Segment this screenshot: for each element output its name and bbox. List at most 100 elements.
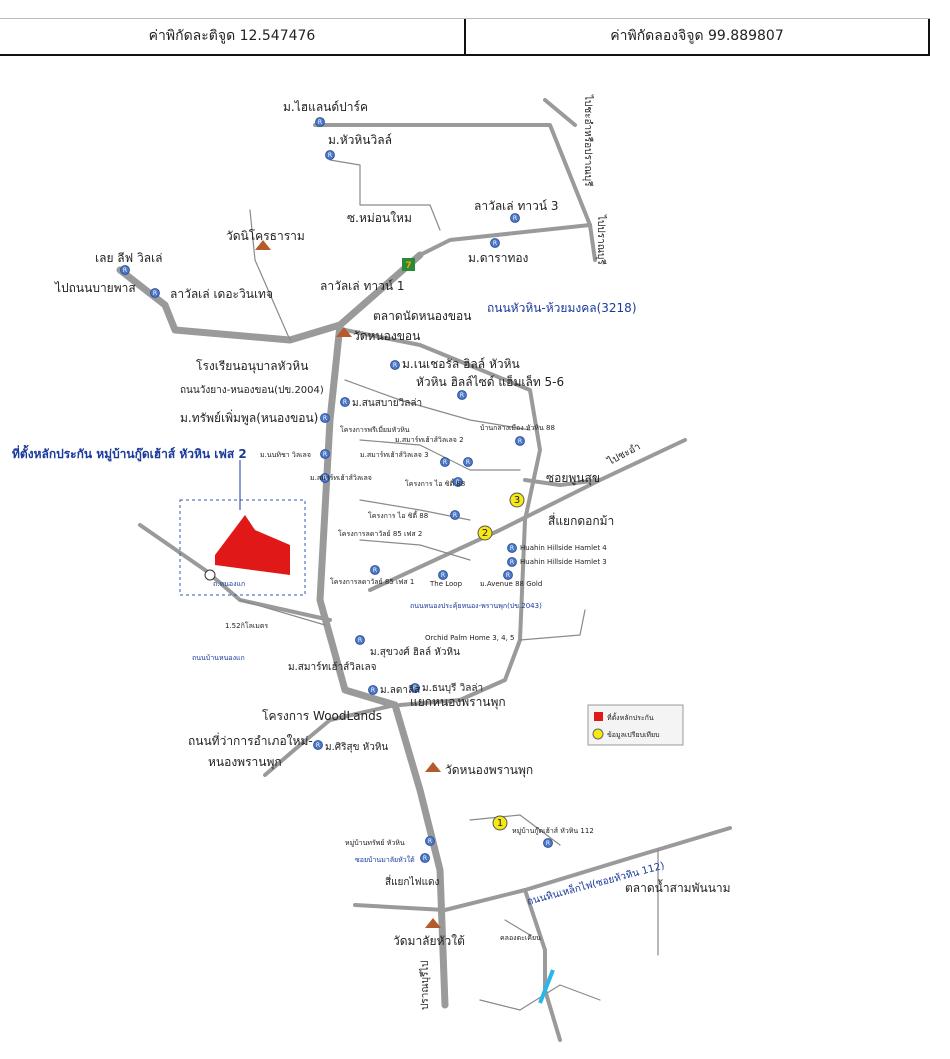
label-note: ม.สมาร์ทเฮ้าส์วิลเลจ 3 — [360, 451, 429, 459]
poi-icon — [507, 543, 517, 553]
label-market-sam: ตลาดน้ำสามพันนาม — [625, 879, 731, 895]
road-nongkae — [138, 523, 332, 622]
poi-icon — [313, 740, 323, 750]
label-sailand-park: ม.ไฮแลนด์ปาร์ค — [283, 100, 368, 114]
soi-9 — [469, 814, 561, 846]
label-road-district: ถนนที่ว่าการอำเภอใหม่- — [188, 732, 313, 748]
road-east-loop — [343, 328, 542, 707]
plot-shape — [215, 515, 290, 575]
poi-icon — [510, 213, 520, 223]
label-note: โครงการ ไอ ซิตี้ 88 — [405, 477, 465, 488]
poi-icon — [315, 117, 325, 127]
poi-icon — [325, 150, 335, 160]
poi-letter: R — [343, 399, 347, 406]
label-laval-town3: ลาวัลเล่ ทาวน์ 3 — [474, 199, 559, 213]
poi-letter: R — [506, 572, 510, 579]
label-si-yaek-fai: สี่แยกไฟแดง — [385, 874, 440, 888]
poi-icon — [450, 510, 460, 520]
road-lower-branch — [523, 888, 562, 1042]
poi-letter: R — [323, 451, 327, 458]
legend-compare-label: ข้อมูลเปรียบเทียบ — [607, 731, 660, 739]
poi-letter: R — [518, 438, 522, 445]
legend: ที่ตั้งหลักประกัน ข้อมูลเปรียบเทียบ — [587, 704, 684, 746]
label-sapsap-villa: ม.สนสบายวิลล่า — [352, 398, 422, 409]
road-top — [313, 123, 592, 227]
label-to-bypass: ไปถนนบายพาส — [54, 281, 136, 295]
poi-letter: R — [423, 855, 427, 862]
label-mo-yon-mai: ซ.หม่อนใหม — [347, 211, 412, 225]
poi-letter: R — [493, 240, 497, 247]
road-3218 — [116, 251, 424, 344]
coordinate-bar: ค่าพิกัดละติจูด 12.547476 ค่าพิกัดลองจิจ… — [0, 18, 930, 56]
poi-icon — [507, 557, 517, 567]
label-sukon-hill: ม.สุขวงศ์ ฮิลล์ หัวหิน — [370, 646, 460, 658]
poi-icon — [370, 565, 380, 575]
poi-letter: R — [441, 572, 445, 579]
temples — [255, 240, 441, 928]
label-khao-tara: ม.ดาราทอง — [468, 251, 528, 265]
temple-icon — [255, 240, 271, 250]
poi-icon — [453, 477, 463, 487]
label-wat-nikhom: วัดนิโครธาราม — [226, 229, 305, 243]
poi-letter: R — [323, 415, 327, 422]
label-smart-village: ม.สมาร์ทเฮ้าส์วิลเลจ — [288, 661, 377, 673]
label-to-pranburi: ไปปราณบุรี — [595, 214, 607, 265]
soi-6 — [359, 539, 471, 561]
road-network — [116, 98, 732, 1042]
label-note: Huahin Hillside Hamlet 3 — [520, 558, 607, 566]
poi-letter: R — [371, 687, 375, 694]
label-road-3218: ถนนหัวหิน-ห้วยมงคล(3218) — [487, 301, 637, 315]
label-sap-phoemphun: ม.ทรัพย์เพิ่มพูล(หนองขอน) — [180, 409, 318, 426]
canal-icon — [538, 969, 555, 1004]
label-bridge-note: คลองตะเคียน — [500, 934, 541, 942]
road-main-south — [316, 321, 449, 1009]
marker-2-label: 2 — [482, 528, 488, 539]
map-labels: ม.ไฮแลนด์ปาร์ค ม.หัวหินวิลล์ ซ.หม่อนใหม … — [12, 94, 731, 1010]
label-wat-nongpran: วัดหนองพรานพุก — [445, 763, 533, 778]
poi-icon — [120, 265, 130, 275]
compare-markers: 1 2 3 — [477, 492, 525, 831]
poi-letter: R — [428, 838, 432, 845]
poi-letter: R — [393, 362, 397, 369]
road-lower-minor — [479, 984, 601, 1011]
poi-letter: R — [456, 479, 460, 486]
legend-compare-swatch — [592, 728, 604, 740]
label-road-2043: ถนนหนองประคุ้ยหนอง-พรานพุก(ปข.2043) — [410, 602, 542, 610]
plot-area — [179, 460, 306, 596]
poi-letter: R — [510, 559, 514, 566]
poi-icon — [340, 397, 350, 407]
road-phunsuk — [523, 478, 602, 487]
poi-icon — [420, 853, 430, 863]
label-to-chaiyaprak: ไปชะอำหรือปราณบุรี — [582, 94, 594, 187]
marker-1-icon — [492, 815, 508, 831]
soi-7 — [519, 609, 586, 641]
title-link[interactable]: ที่ตั้งหลักประกัน หมู่บ้านกู๊ดเฮ้าส์ หัว… — [12, 444, 247, 462]
seven-eleven-icon — [402, 258, 415, 271]
label-note: ม.สมาร์ทเฮ้าส์วิลเลจ 2 — [395, 436, 464, 444]
soi-3 — [344, 379, 531, 431]
poi-letter: R — [546, 840, 550, 847]
poi-letter: R — [513, 215, 517, 222]
marker-2-icon — [477, 525, 493, 541]
soi-10 — [504, 919, 531, 936]
label-nongkae: ถ.หนองแก — [213, 580, 245, 588]
label-road-district2: หนองพรานพุก — [208, 755, 282, 770]
label-huahin-hillside: หัวหิน ฮิลล์ไซด์ แฮ็มเล็ท 5-6 — [416, 374, 564, 389]
label-soi-baan: ซอยบ้านมาลัยหัวใต้ — [355, 855, 415, 864]
latitude-value: ค่าพิกัดละติจูด 12.547476 — [0, 19, 466, 54]
label-note: ม.Avenue 88 Gold — [480, 580, 542, 588]
legend-plot-swatch — [594, 712, 603, 721]
temple-icon — [425, 918, 441, 928]
poi-letter: R — [466, 459, 470, 466]
marker-1-label: 1 — [497, 818, 503, 829]
poi-icon — [503, 570, 513, 580]
label-note: โครงการลดาวัลย์ 85 เฟส 2 — [338, 529, 422, 538]
plot-pin-icon — [204, 569, 216, 581]
label-woodlands: โครงการ WoodLands — [262, 709, 382, 723]
label-to-pran-prefix: ไป — [419, 961, 431, 973]
poi-letter: R — [373, 567, 377, 574]
poi-letter: R — [318, 119, 322, 126]
divider — [758, 54, 930, 56]
poi-letter: R — [123, 267, 127, 274]
